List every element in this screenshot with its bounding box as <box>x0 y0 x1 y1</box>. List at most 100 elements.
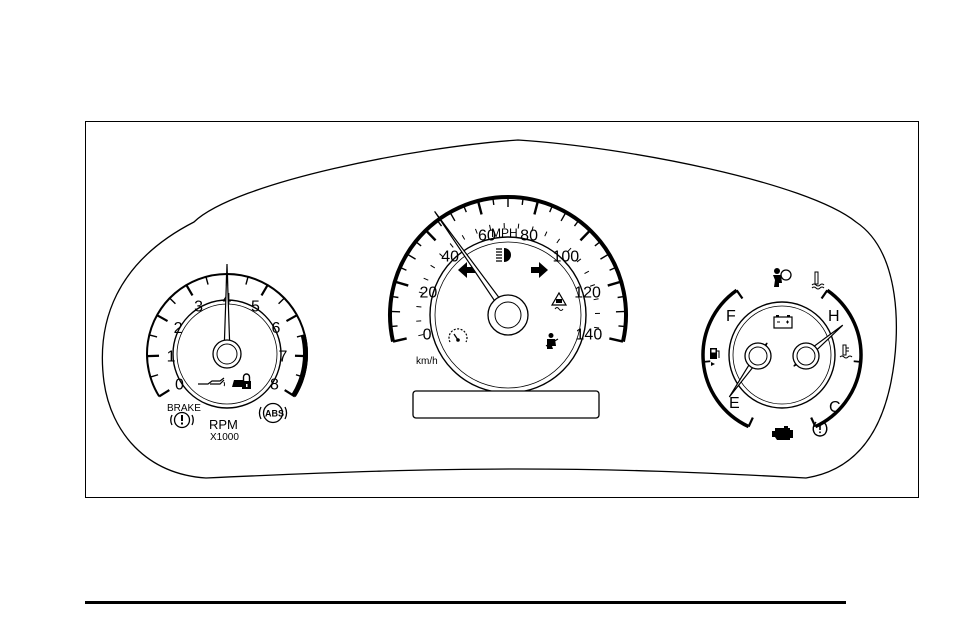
brake-warning-icon <box>170 411 194 429</box>
speedometer-hub-inner <box>494 301 522 329</box>
speedometer-minor-tick <box>618 325 626 328</box>
tachometer-major-tick <box>156 314 169 322</box>
speedometer-kmh-tick <box>418 334 424 337</box>
page-divider <box>85 601 846 604</box>
speedometer-kmh-tick <box>531 226 534 232</box>
speedometer-kmh-tick <box>593 298 599 301</box>
speedometer-minor-tick <box>492 197 495 206</box>
speedometer-ticks <box>388 195 628 343</box>
speedometer-major-tick <box>607 280 622 287</box>
tachometer-minor-tick <box>169 297 176 305</box>
speedometer-kmh-tick <box>489 224 492 230</box>
seatbelt-icon <box>545 333 559 349</box>
tachometer-redline <box>291 334 308 397</box>
instrument-cluster-panel: 012345678 BRAKE <box>101 139 897 479</box>
mph-label: MPH <box>491 226 518 240</box>
speedometer-kmh-tick <box>439 253 444 258</box>
speedometer-tick-label: 100 <box>552 248 579 265</box>
fuel-empty-label: E <box>729 395 740 412</box>
temp-hot-label: H <box>828 308 840 325</box>
gauge-mid-tick <box>703 360 711 363</box>
speedometer-major-tick <box>609 337 624 343</box>
speedometer-kmh-tick <box>418 291 424 294</box>
gauge-end-tick <box>747 417 754 428</box>
rpm-label: RPM <box>209 417 238 432</box>
speedometer-kmh-tick <box>589 284 596 287</box>
speedometer-minor-tick <box>549 205 553 213</box>
speedometer-tick-label: 0 <box>423 327 432 344</box>
tachometer-tick-label: 7 <box>279 348 288 365</box>
speedometer-kmh-tick <box>430 264 436 269</box>
speedometer-minor-tick <box>521 197 524 206</box>
tachometer: 012345678 BRAKE <box>146 263 308 443</box>
speedometer-minor-tick <box>594 240 601 247</box>
speedometer-kmh-tick <box>423 277 429 281</box>
speedometer-kmh-tick <box>556 238 561 244</box>
speedometer-major-tick <box>579 229 592 242</box>
speedometer-minor-tick <box>600 253 610 260</box>
speedometer-kmh-tick <box>567 247 572 253</box>
tachometer-major-tick <box>284 389 296 398</box>
gauge-end-tick <box>735 289 744 300</box>
high-beam-icon <box>496 248 511 262</box>
tachometer-tick-label: 6 <box>272 320 281 337</box>
speedometer-kmh-tick <box>584 270 590 275</box>
speedometer-tick-label: 40 <box>441 248 459 265</box>
fuel-temp-face-inner-ring <box>732 305 832 405</box>
rpm-multiplier-label: X1000 <box>210 432 239 443</box>
check-engine-icon <box>772 426 793 440</box>
speedometer-major-tick <box>476 200 483 215</box>
speedometer-kmh-tick <box>461 234 466 240</box>
oil-pressure-icon <box>198 377 225 387</box>
speedometer-kmh-tick <box>449 243 454 248</box>
tachometer-hub-inner <box>216 343 238 365</box>
coolant-temp-icon <box>839 344 853 359</box>
tachometer-major-tick <box>260 284 269 296</box>
speedometer-major-tick <box>394 280 409 287</box>
battery-icon <box>773 315 793 329</box>
speedometer-kmh-tick <box>517 223 520 229</box>
security-icon <box>232 373 251 389</box>
tachometer-minor-tick <box>296 334 305 338</box>
temp-cold-label: C <box>829 399 841 416</box>
turn-signal-left-icon <box>458 262 475 278</box>
brake-label: BRAKE <box>167 403 201 414</box>
tachometer-minor-tick <box>245 276 249 285</box>
fuel-gauge-hub-inner <box>748 346 768 366</box>
fuel-temp-face-ring <box>728 301 836 409</box>
speedometer-tick-label: 120 <box>574 285 601 302</box>
cruise-control-icon <box>448 328 468 343</box>
kmh-label: km/h <box>416 356 438 367</box>
speedometer-minor-tick <box>436 220 443 227</box>
tachometer-minor-tick <box>295 374 304 378</box>
speedometer-face-inner-ring <box>434 241 582 389</box>
svg-text:ABS: ABS <box>265 409 284 419</box>
fuel-pump-icon <box>710 348 720 366</box>
tachometer-minor-tick <box>278 297 285 305</box>
speedometer-minor-tick <box>399 266 407 271</box>
airbag-icon <box>773 268 792 287</box>
tachometer-tick-label: 5 <box>251 299 260 316</box>
speedometer-minor-tick <box>560 211 567 222</box>
speedometer-major-tick <box>533 200 540 215</box>
speedometer-kmh-tick <box>594 326 600 329</box>
fuel-full-label: F <box>726 308 736 325</box>
gauge-end-tick <box>820 289 829 300</box>
abs-icon: ABS <box>258 402 288 424</box>
tachometer-minor-tick <box>150 374 159 378</box>
fuel-temp-gauge: F E H C <box>701 268 863 440</box>
speedometer-minor-tick <box>463 205 467 213</box>
turn-signal-right-icon <box>531 262 548 278</box>
speedometer-kmh-tick <box>474 228 478 234</box>
speedometer-kmh-tick <box>544 231 548 237</box>
tachometer-major-tick <box>158 389 170 398</box>
tachometer-minor-tick <box>149 334 158 338</box>
speedometer-tick-label: 20 <box>419 285 437 302</box>
speedometer-major-tick <box>392 337 407 343</box>
tachometer-tick-label: 0 <box>175 377 184 394</box>
coolant-temp-icon <box>811 271 825 290</box>
tachometer-major-tick <box>285 314 298 322</box>
speedometer-minor-tick <box>449 211 456 222</box>
speedometer-tick-label: 80 <box>520 228 538 245</box>
speedometer-minor-tick <box>391 295 399 299</box>
